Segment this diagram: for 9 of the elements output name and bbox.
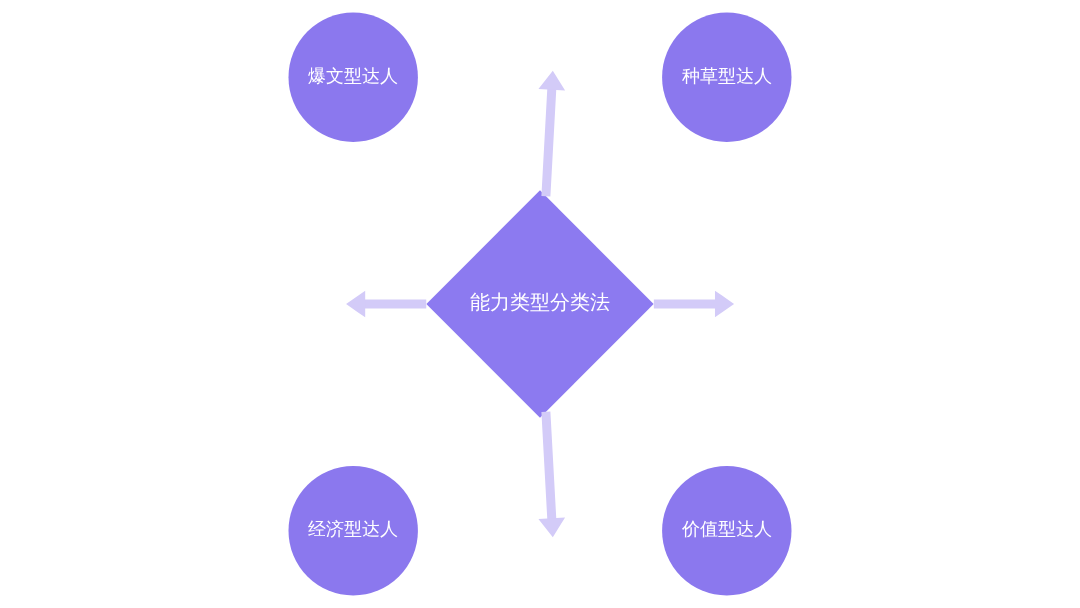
arrow	[346, 290, 427, 318]
node-circle: 种草型达人	[662, 12, 792, 142]
node-diamond: 能力类型分类法	[426, 190, 654, 418]
node-circle: 爆文型达人	[288, 12, 418, 142]
arrow	[538, 70, 566, 197]
arrow	[538, 411, 566, 538]
node-circle: 经济型达人	[288, 466, 418, 596]
arrow	[653, 290, 735, 318]
node-circle: 价值型达人	[662, 466, 792, 596]
